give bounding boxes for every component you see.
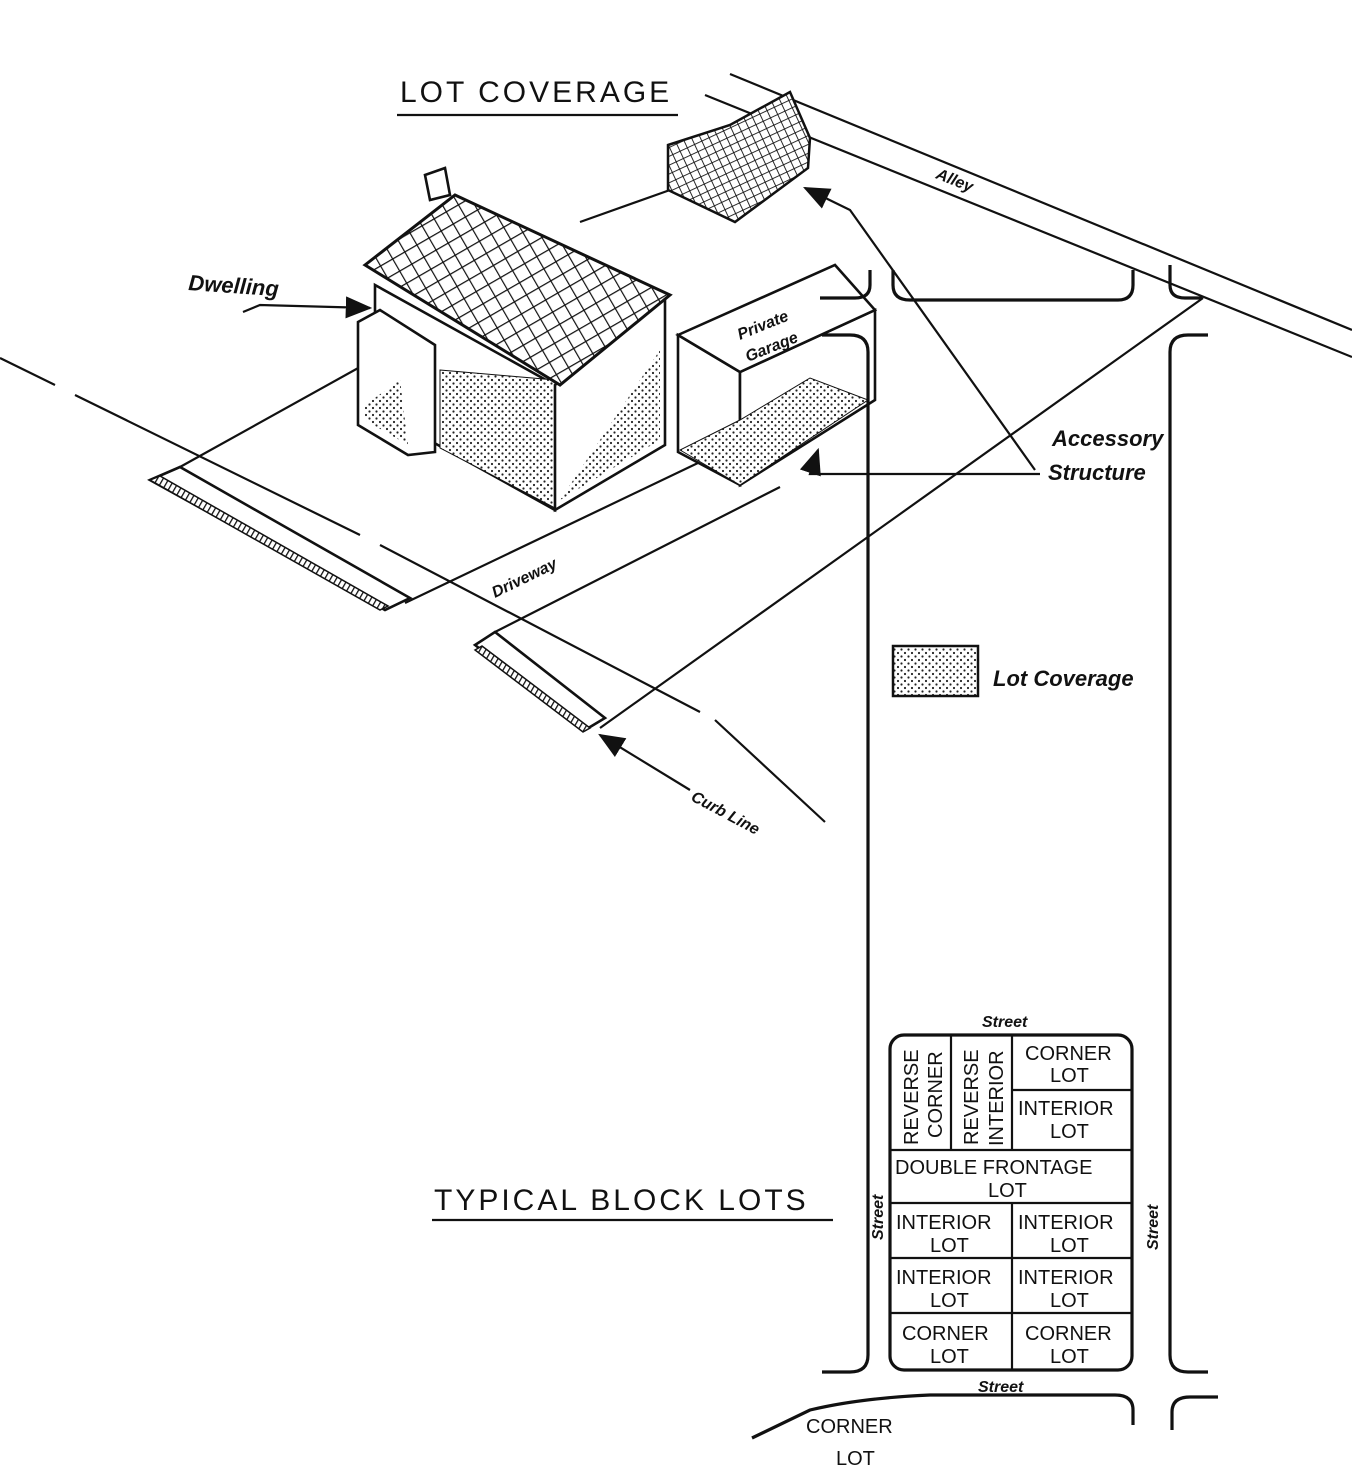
reverse-corner-label-1: REVERSE xyxy=(901,1049,923,1145)
typical-block-title: TYPICAL BLOCK LOTS xyxy=(434,1184,809,1217)
private-garage xyxy=(675,263,878,488)
driveway-label: Driveway xyxy=(489,555,561,602)
accessory-shed xyxy=(666,90,812,224)
curb-block-right xyxy=(472,630,608,732)
street-label-top: Street xyxy=(982,1014,1028,1031)
curb-left xyxy=(822,333,870,1374)
corner-lot-bl-label-1: CORNER xyxy=(902,1323,989,1345)
interior-lot-a-label-2: LOT xyxy=(930,1235,969,1257)
curb-line-label: Curb Line xyxy=(688,789,762,839)
curb-bottom-middle xyxy=(751,1393,1135,1440)
curb-hatch-right xyxy=(473,645,592,733)
corner-lot-br-label-1: CORNER xyxy=(1025,1323,1112,1345)
dwelling-pointer xyxy=(242,296,373,319)
curb-top-right xyxy=(1168,265,1202,300)
dwelling-label: Dwelling xyxy=(188,270,281,301)
interior-lot-a-label-1: INTERIOR xyxy=(896,1212,992,1234)
alley-line-north xyxy=(729,72,1352,332)
interior-lot-r1-label-1: INTERIOR xyxy=(1018,1098,1114,1120)
accessory-label-1: Accessory xyxy=(1051,426,1165,451)
typical-block-diagram: TYPICAL BLOCK LOTS Street Street Street … xyxy=(432,265,1218,1470)
double-frontage-label-2: LOT xyxy=(988,1180,1027,1202)
interior-lot-b-label-1: INTERIOR xyxy=(1018,1212,1114,1234)
accessory-label-2: Structure xyxy=(1048,460,1146,485)
corner-lot-bl-label-2: LOT xyxy=(930,1346,969,1368)
curb-block-left xyxy=(147,465,413,612)
street-line xyxy=(0,357,826,823)
street-label-bottom: Street xyxy=(978,1379,1024,1396)
lot-coverage-title: LOT COVERAGE xyxy=(400,76,672,109)
street-label-right: Street xyxy=(1145,1204,1162,1250)
accessory-pointer-shed xyxy=(803,187,1036,471)
lot-boundary xyxy=(179,188,1204,729)
interior-lot-c-label-1: INTERIOR xyxy=(896,1267,992,1289)
curb-hatch-left xyxy=(148,475,390,611)
accessory-pointer-garage xyxy=(799,447,1040,477)
interior-lot-c-label-2: LOT xyxy=(930,1290,969,1312)
curb-pointer xyxy=(598,733,691,791)
reverse-corner-label-2: CORNER xyxy=(925,1051,947,1138)
alley-line-south xyxy=(704,93,1352,359)
legend-swatch xyxy=(891,644,980,698)
corner-lot-br-label-2: LOT xyxy=(1050,1346,1089,1368)
lot-divisions xyxy=(890,1035,1132,1370)
alley-label: Alley xyxy=(933,166,977,197)
curb-top-left xyxy=(820,270,872,300)
reverse-interior-label-1: REVERSE xyxy=(961,1049,983,1145)
curb-right xyxy=(1168,333,1208,1374)
double-frontage-label-1: DOUBLE FRONTAGE xyxy=(895,1157,1092,1179)
corner-lot-tr-label-2: LOT xyxy=(1050,1065,1089,1087)
driveway-edge xyxy=(404,461,781,633)
interior-lot-r1-label-2: LOT xyxy=(1050,1121,1089,1143)
interior-lot-d-label-1: INTERIOR xyxy=(1018,1267,1114,1289)
corner-lot-tr-label-1: CORNER xyxy=(1025,1043,1112,1065)
street-label-left: Street xyxy=(870,1194,887,1240)
lot-coverage-diagram: LOT COVERAGE Dwelling Alley Private Gara… xyxy=(0,72,1352,839)
legend-label: Lot Coverage xyxy=(993,666,1134,691)
interior-lot-d-label-2: LOT xyxy=(1050,1290,1089,1312)
dwelling xyxy=(356,166,673,513)
outside-corner-lot-label-2: LOT xyxy=(836,1448,875,1470)
curb-top-middle xyxy=(891,270,1135,302)
interior-lot-b-label-2: LOT xyxy=(1050,1235,1089,1257)
curb-bottom-right xyxy=(1170,1395,1218,1430)
outside-corner-lot-label-1: CORNER xyxy=(806,1416,893,1438)
reverse-interior-label-2: INTERIOR xyxy=(986,1050,1008,1146)
